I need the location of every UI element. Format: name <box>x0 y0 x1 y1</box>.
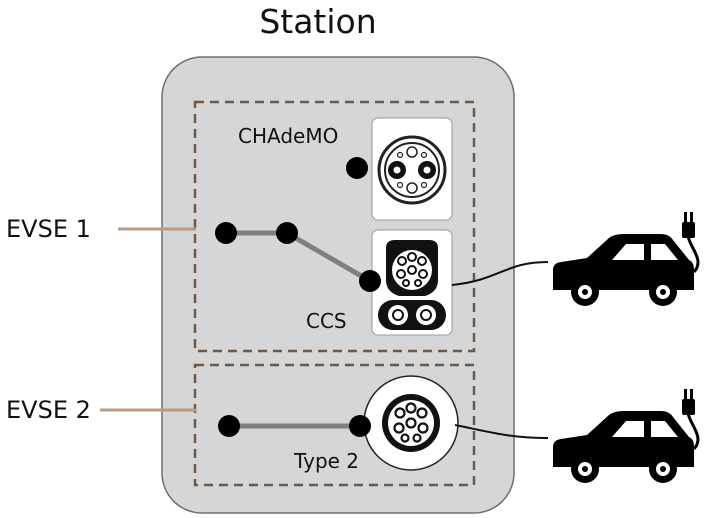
station-title: Station <box>259 2 376 41</box>
evse1-input-node <box>215 222 237 244</box>
evse1-label: EVSE 1 <box>6 215 91 243</box>
electric-car-icon <box>553 411 694 483</box>
ccs-terminal-node <box>359 270 381 292</box>
evse2-boundary <box>193 363 476 487</box>
chademo-connector-icon <box>377 135 447 205</box>
chademo-label: CHAdeMO <box>238 124 338 148</box>
chademo-terminal-node <box>346 157 368 179</box>
electric-car-icon <box>553 234 694 306</box>
type2-connector-icon <box>363 375 459 471</box>
type2-label: Type 2 <box>293 449 359 473</box>
type2-terminal-node <box>349 415 371 437</box>
ccs-connector-icon <box>378 240 446 330</box>
evse2-label: EVSE 2 <box>6 396 91 424</box>
evse1-switch-arm <box>285 230 372 284</box>
car2-plug-icon <box>682 389 695 415</box>
car1-cable <box>451 261 549 286</box>
evse1-pivot-node <box>276 222 298 244</box>
car1-charge-cord <box>686 235 700 274</box>
evse2-input-node <box>218 415 240 437</box>
evse1-boundary <box>193 100 476 353</box>
ccs-label: CCS <box>306 309 347 333</box>
car2-charge-cord <box>686 412 700 451</box>
car2-cable <box>454 424 549 439</box>
car1-plug-icon <box>682 212 695 238</box>
